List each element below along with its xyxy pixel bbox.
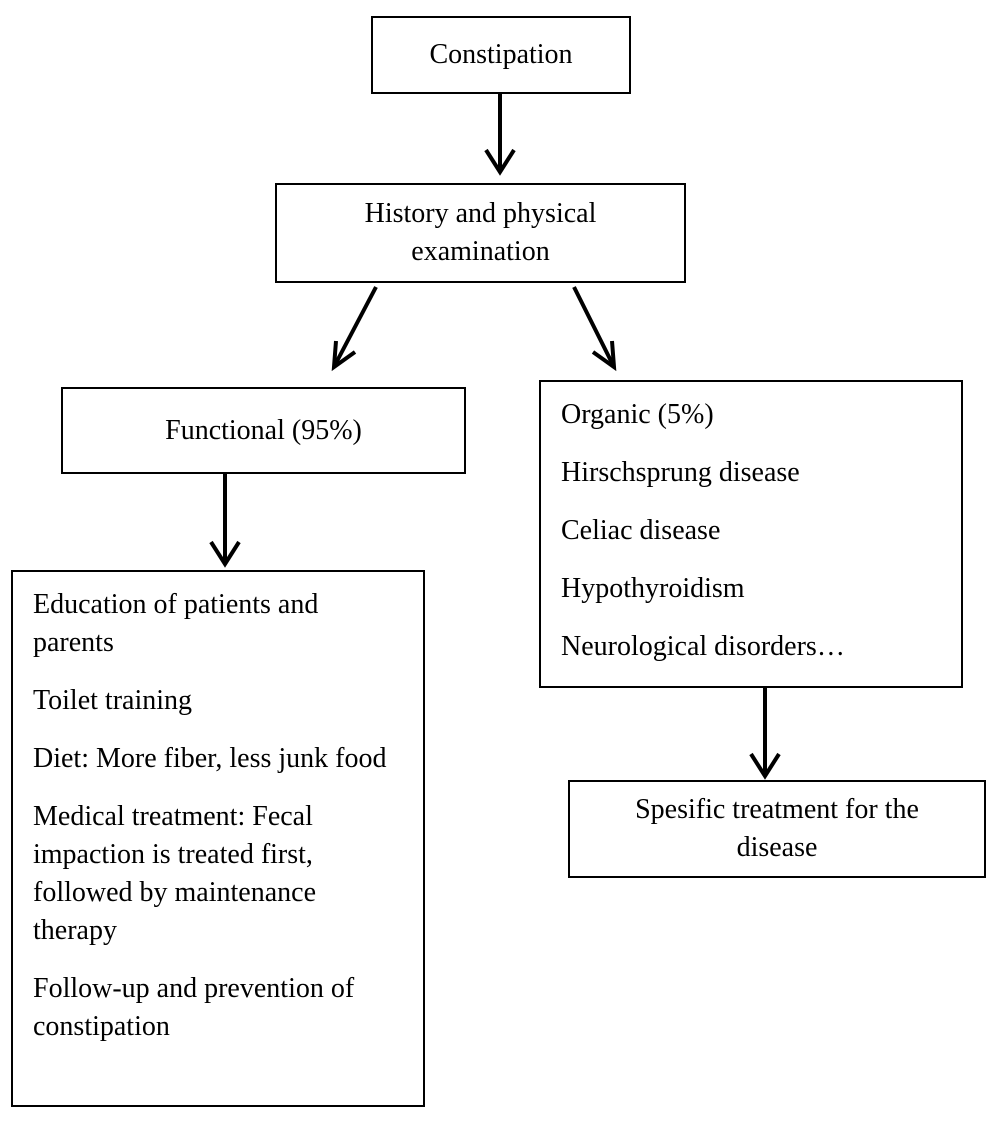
node-functional-label: Functional (95%): [165, 414, 362, 446]
arrow-constipation-to-history: [484, 94, 516, 176]
node-specific-treatment: Spesific treatment for the disease: [568, 780, 986, 878]
arrow-history-to-organic: [572, 286, 617, 372]
arrow-functional-to-management: [209, 474, 241, 568]
organic-item-header: Organic (5%): [561, 399, 714, 430]
management-item: Education of patients and parents: [33, 589, 319, 658]
node-functional: Functional (95%): [61, 387, 466, 474]
arrow-history-to-functional: [331, 286, 378, 372]
management-item: Toilet training: [33, 685, 193, 716]
organic-item: Neurological disorders…: [561, 631, 845, 662]
management-item: Diet: More fiber, less junk food: [33, 743, 387, 774]
node-history-label-line2: examination: [411, 236, 550, 267]
management-item: Medical treatment: Fecal impaction is tr…: [33, 801, 317, 946]
node-constipation-label: Constipation: [429, 39, 573, 70]
node-history-physical-exam: History and physical examination: [275, 183, 686, 283]
node-organic: Organic (5%) Hirschsprung disease Celiac…: [539, 380, 963, 688]
node-constipation: Constipation: [371, 16, 631, 94]
organic-item: Celiac disease: [561, 515, 721, 546]
node-functional-management: Education of patients and parents Toilet…: [11, 570, 425, 1107]
organic-item: Hypothyroidism: [561, 573, 745, 604]
node-specific-label-line1: Spesific treatment for the: [635, 794, 919, 825]
organic-item: Hirschsprung disease: [561, 457, 800, 488]
node-specific-label-line2: disease: [736, 832, 818, 863]
node-history-label-line1: History and physical: [364, 198, 597, 229]
management-item: Follow-up and prevention of constipation: [33, 973, 355, 1042]
arrow-organic-to-specific: [749, 688, 781, 780]
